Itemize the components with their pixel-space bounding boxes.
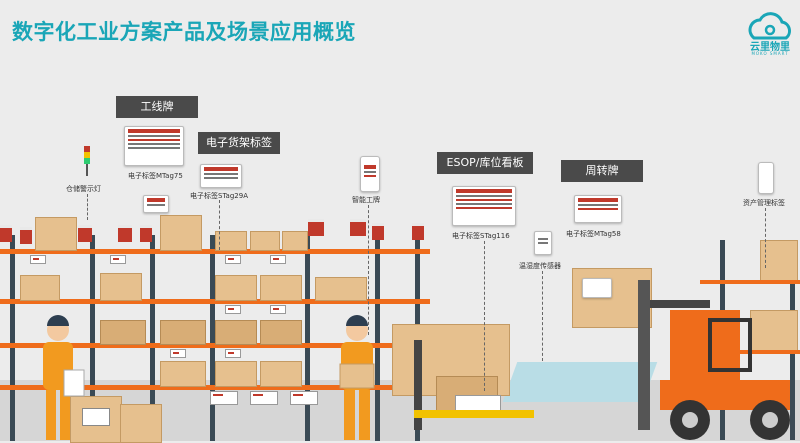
- callout-line-board: 工线牌: [116, 96, 198, 118]
- device-stag29a: [200, 164, 242, 188]
- warning-light-icon: [84, 146, 90, 176]
- line-board-on-shelf: [143, 195, 169, 213]
- caption-mtag75: 电子标签MTag75: [128, 172, 183, 180]
- caption-mtag58: 电子标签MTag58: [566, 230, 621, 238]
- forklift: [638, 280, 790, 440]
- callout-shelf-label: 电子货架标签: [198, 132, 280, 154]
- caption-warning-light: 仓储警示灯: [66, 185, 101, 193]
- worker-middle-figure: [339, 315, 375, 440]
- page-title: 数字化工业方案产品及场景应用概览: [12, 20, 356, 44]
- caption-smart-badge: 智能工牌: [352, 196, 380, 204]
- caption-stag29a: 电子标签STag29A: [190, 192, 248, 200]
- caption-thermo: 温湿度传感器: [519, 262, 561, 270]
- device-stag116: [452, 186, 516, 226]
- callout-esop: ESOP/库位看板: [437, 152, 533, 174]
- pallet-jack: [414, 340, 422, 430]
- turnover-tag-on-box: [582, 278, 612, 298]
- caption-stag116: 电子标签STag116: [452, 232, 510, 240]
- cloud-logo-icon: [748, 12, 791, 40]
- device-smart-badge: [360, 156, 380, 192]
- brand-sub: MOKO SMART: [751, 51, 789, 56]
- caption-asset: 资产管理标签: [743, 199, 785, 207]
- brand-name: 云里物里: [750, 42, 790, 53]
- device-asset-tag: [758, 162, 774, 194]
- shelf-rack-left: [0, 215, 430, 441]
- worker-left-figure: [43, 315, 85, 440]
- device-mtag58: [574, 195, 622, 223]
- bottom-tag-left: [82, 408, 110, 426]
- device-thermo-sensor: [534, 231, 552, 255]
- device-mtag75: [124, 126, 184, 166]
- callout-turnover: 周转牌: [561, 160, 643, 182]
